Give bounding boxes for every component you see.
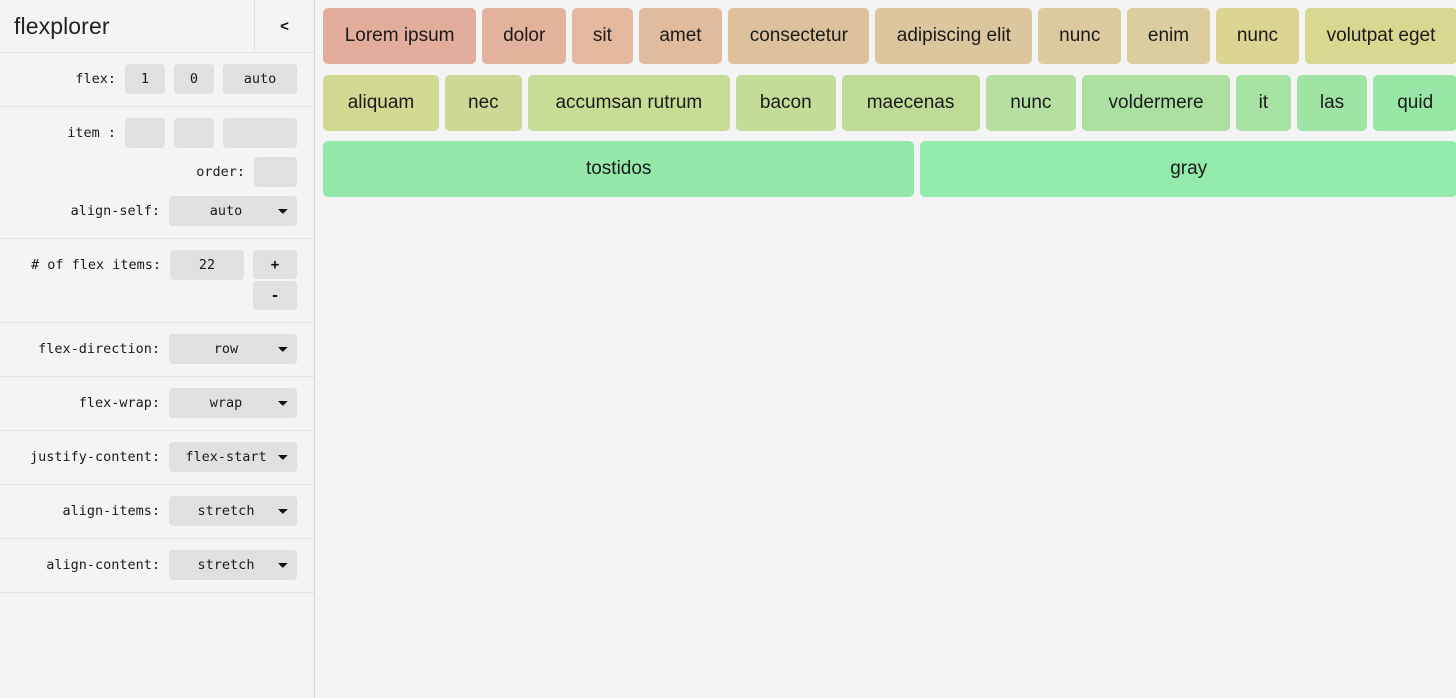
align-items-select[interactable]: stretchflex-startflex-endcenterbaseline — [169, 496, 297, 526]
flex-grow-input[interactable] — [125, 64, 165, 94]
flex-item-label: maecenas — [866, 91, 955, 113]
flex-item-label: nunc — [1236, 25, 1279, 46]
flex-item[interactable]: bacon — [736, 74, 836, 131]
app-title: flexplorer — [14, 12, 110, 39]
item-shrink-input[interactable] — [174, 118, 214, 148]
flex-basis-input[interactable] — [223, 64, 297, 94]
flex-item[interactable]: nunc — [1038, 8, 1122, 64]
control-row: align-items: stretchflex-startflex-endcen… — [0, 496, 314, 526]
control-row: justify-content: flex-startflex-endcenter… — [0, 442, 314, 472]
flex-item[interactable]: maecenas — [841, 74, 980, 131]
flex-item[interactable]: quid — [1373, 74, 1456, 131]
flex-item[interactable]: enim — [1127, 8, 1210, 64]
flex-canvas: Lorem ipsum dolor sit amet consectetur adipis… — [315, 0, 1456, 698]
flex-item-label: sit — [592, 25, 612, 46]
control-label: align-content: — [46, 557, 160, 573]
flex-item[interactable]: amet — [638, 8, 723, 64]
control-label: flex-wrap: — [78, 395, 160, 411]
sidebar-section-justify-content: justify-content: flex-startflex-endcenter… — [0, 431, 314, 485]
flex-item-label: aliquam — [347, 91, 415, 113]
sidebar-section-flex-shorthand: flex: — [0, 53, 314, 107]
flex-item[interactable]: adipiscing elit — [875, 8, 1033, 64]
control-row: order: — [0, 157, 314, 187]
control-row: flex-direction: rowrow-reversecolumncolum… — [0, 334, 314, 364]
flex-item[interactable]: volutpat eget — [1304, 8, 1456, 64]
flex-item-label: consectetur — [749, 25, 848, 46]
flex-item-label: dolor — [503, 25, 546, 46]
item-basis-input[interactable] — [223, 118, 297, 148]
control-row: flex-wrap: nowrapwrapwrap-reverse — [0, 388, 314, 418]
control-label: item : — [67, 125, 116, 141]
control-label: align-self: — [70, 203, 160, 219]
flex-item-label: bacon — [759, 91, 812, 113]
flex-item-label: voldermere — [1108, 91, 1204, 113]
sidebar-section-align-items: align-items: stretchflex-startflex-endcen… — [0, 485, 314, 539]
flex-container: Lorem ipsum dolor sit amet consectetur adipis… — [323, 8, 1456, 208]
sidebar-section-flex-wrap: flex-wrap: nowrapwrapwrap-reverse — [0, 377, 314, 431]
sidebar-section-item-properties: item : order: align-self: autoflex-startfle… — [0, 107, 314, 239]
flex-item-label: nunc — [1010, 91, 1052, 113]
control-label: justify-content: — [29, 449, 160, 465]
flex-item-label: quid — [1397, 91, 1434, 113]
control-row: align-self: autoflex-startflex-endcenterb… — [0, 196, 314, 226]
control-label: align-items: — [62, 503, 160, 519]
flex-item[interactable]: it — [1236, 74, 1291, 131]
justify-content-select[interactable]: flex-startflex-endcenterspace-betweenspa… — [169, 442, 297, 472]
control-label: # of flex items: — [30, 257, 161, 273]
flex-item-label: adipiscing elit — [896, 25, 1011, 46]
flex-item-label: nunc — [1059, 25, 1101, 46]
sidebar-section-item-count: # of flex items: +- — [0, 239, 314, 323]
control-label: order: — [196, 164, 245, 180]
control-row: flex: — [0, 64, 314, 94]
flex-item[interactable]: gray — [920, 141, 1456, 198]
flex-item[interactable]: dolor — [482, 8, 567, 64]
control-label: flex: — [75, 71, 116, 87]
flex-item[interactable]: Lorem ipsum — [323, 8, 477, 64]
flex-item-label: las — [1319, 91, 1345, 113]
flex-item-label: accumsan rutrum — [555, 91, 703, 113]
sidebar-header: flexplorer < — [0, 0, 314, 53]
flex-item[interactable]: nunc — [985, 74, 1077, 131]
control-row: align-content: stretchflex-startflex-endc… — [0, 550, 314, 580]
control-row: # of flex items: +- — [0, 250, 314, 310]
flex-item-label: nec — [468, 91, 499, 113]
item-grow-input[interactable] — [125, 118, 165, 148]
flex-item-label: Lorem ipsum — [344, 25, 455, 46]
order-input[interactable] — [254, 157, 297, 187]
flex-item[interactable]: tostidos — [323, 141, 915, 198]
sidebar-section-flex-direction: flex-direction: rowrow-reversecolumncolum… — [0, 323, 314, 377]
flex-item-label: enim — [1147, 25, 1190, 46]
sidebar-sections: flex: item : order: align-self: autoflex-sta… — [0, 53, 314, 593]
increment-button[interactable]: + — [253, 250, 297, 279]
flex-item-label: tostidos — [585, 158, 652, 180]
flex-item[interactable]: sit — [572, 8, 633, 64]
flex-item-label: amet — [659, 25, 702, 46]
flex-item[interactable]: las — [1296, 74, 1368, 131]
flex-item-count-stepper: +- — [253, 250, 297, 310]
control-row: item : — [0, 118, 314, 148]
flex-shrink-input[interactable] — [174, 64, 214, 94]
sidebar-section-align-content: align-content: stretchflex-startflex-endc… — [0, 539, 314, 593]
flex-item-label: gray — [1170, 158, 1208, 180]
control-label: flex-direction: — [38, 341, 160, 357]
flex-direction-select[interactable]: rowrow-reversecolumncolumn-reverse — [169, 334, 297, 364]
controls-sidebar: flexplorer < flex: item : order: align-self… — [0, 0, 315, 698]
decrement-button[interactable]: - — [253, 281, 297, 310]
flex-item[interactable]: aliquam — [323, 74, 439, 131]
flex-item-label: volutpat eget — [1326, 25, 1436, 46]
align-self-select[interactable]: autoflex-startflex-endcenterbaselinestre… — [169, 196, 297, 226]
flex-wrap-select[interactable]: nowrapwrapwrap-reverse — [169, 388, 297, 418]
flex-item[interactable]: voldermere — [1082, 74, 1231, 131]
flex-item[interactable]: nunc — [1215, 8, 1299, 64]
flex-item[interactable]: accumsan rutrum — [527, 74, 731, 131]
flex-item-label: it — [1258, 91, 1269, 113]
flex-item[interactable]: nec — [444, 74, 522, 131]
flex-item-count-input[interactable] — [170, 250, 244, 280]
chevron-left-icon[interactable]: < — [254, 0, 314, 53]
flex-item[interactable]: consectetur — [728, 8, 870, 64]
align-content-select[interactable]: stretchflex-startflex-endcenterspace-bet… — [169, 550, 297, 580]
